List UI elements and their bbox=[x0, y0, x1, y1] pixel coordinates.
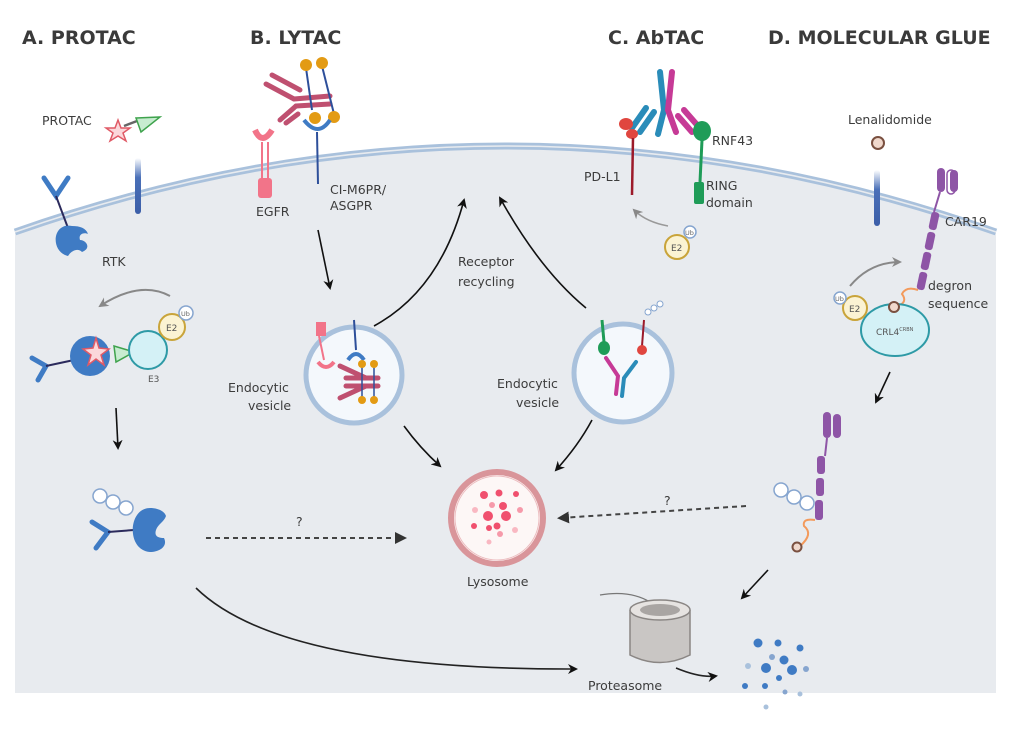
panel-title-protac: A. PROTAC bbox=[22, 27, 136, 49]
degradation-arrow bbox=[675, 667, 718, 682]
endocytic-label-lytac-line1: Endocytic bbox=[228, 380, 289, 395]
crl4-label: CRL4CRBN bbox=[876, 327, 914, 338]
proteasome bbox=[599, 592, 691, 664]
ubiquitin-icon bbox=[683, 225, 697, 239]
e2-label: E2 bbox=[849, 305, 860, 315]
peptide-fragments bbox=[742, 638, 809, 710]
cim6pr-label-line2: ASGPR bbox=[330, 198, 373, 213]
ubiquitin-icon bbox=[178, 305, 194, 321]
unknown-lysosome-path-arrow bbox=[557, 505, 747, 524]
protac-label: PROTAC bbox=[42, 113, 92, 128]
rnf43-receptor bbox=[693, 121, 711, 204]
endocytic-vesicle-lytac bbox=[303, 319, 405, 426]
car19-label: CAR19 bbox=[945, 214, 987, 229]
e2-label: E2 bbox=[166, 324, 177, 334]
warhead-star-icon bbox=[103, 117, 133, 143]
rtk-kinase-icon bbox=[55, 225, 88, 256]
ub-transfer-arrow bbox=[98, 289, 171, 308]
recycling-arrow-left bbox=[373, 198, 467, 327]
protac-molecule bbox=[103, 116, 163, 143]
e3-ligase bbox=[128, 330, 168, 370]
unknown-label-right: ? bbox=[664, 493, 671, 508]
cim6pr-label-line1: CI-M6PR/ bbox=[330, 182, 387, 197]
lenalidomide-label: Lenalidomide bbox=[848, 112, 932, 127]
lenalidomide-molecule bbox=[871, 136, 885, 150]
panel-title-abtac: C. AbTAC bbox=[608, 27, 704, 49]
unknown-label-left: ? bbox=[296, 514, 303, 529]
ub-transfer-arrow bbox=[849, 257, 902, 287]
recycling-arrow-right bbox=[499, 196, 587, 309]
lytac-complex bbox=[263, 57, 340, 126]
egfr-label: EGFR bbox=[256, 204, 290, 219]
e2-enzyme bbox=[664, 234, 690, 260]
rtk-receptor bbox=[41, 175, 88, 256]
rnf43-label: RNF43 bbox=[712, 133, 753, 148]
vesicle-to-lysosome-arrow-left bbox=[403, 425, 442, 468]
endocytic-label-abtac-line2: vesicle bbox=[516, 395, 559, 410]
ub-label: Ub bbox=[685, 229, 694, 237]
pdl1-label: PD-L1 bbox=[584, 169, 621, 184]
lysosome-label: Lysosome bbox=[467, 574, 529, 589]
pdl1-receptor bbox=[619, 118, 638, 196]
e2-label: E2 bbox=[671, 244, 682, 254]
receptor-recycling-label-line2: recycling bbox=[458, 274, 515, 289]
flow-arrow bbox=[874, 371, 891, 404]
lysosome bbox=[448, 469, 546, 567]
ub-transfer-arrow bbox=[632, 208, 669, 227]
e3-ligand-triangle-icon bbox=[134, 116, 163, 134]
e3-ligand-triangle-icon bbox=[113, 344, 136, 364]
receptor-recycling-label-line1: Receptor bbox=[458, 254, 515, 269]
membrane-permeation-bar bbox=[135, 158, 141, 214]
rtk-kinase-icon bbox=[132, 508, 166, 552]
ring-domain-label-line2: domain bbox=[706, 195, 753, 210]
e2-enzyme bbox=[842, 295, 868, 321]
flow-arrow bbox=[740, 569, 769, 600]
flow-arrow bbox=[112, 407, 123, 450]
abtac-antibody bbox=[629, 69, 701, 137]
endocytic-label-lytac-line2: vesicle bbox=[248, 398, 291, 413]
ring-domain-label-line1: RING bbox=[706, 178, 737, 193]
degron-label-line1: degron bbox=[928, 278, 972, 293]
ternary-complex bbox=[29, 305, 194, 383]
membrane-permeation-bar bbox=[874, 170, 880, 226]
ubiquitin-icon bbox=[833, 291, 847, 305]
endocytic-label-abtac-line1: Endocytic bbox=[497, 376, 558, 391]
vesicle-to-lysosome-arrow-right bbox=[554, 419, 593, 472]
cytoplasm bbox=[15, 146, 996, 693]
ubiquitinated-rtk bbox=[89, 488, 166, 552]
proteasome-label: Proteasome bbox=[588, 678, 662, 693]
proteasome-path-arrow bbox=[195, 587, 578, 675]
e3-label: E3 bbox=[148, 375, 159, 385]
egfr-receptor bbox=[252, 128, 275, 198]
endocytosis-arrow bbox=[317, 229, 334, 290]
rtk-label: RTK bbox=[102, 254, 126, 269]
endocytic-vesicle-abtac bbox=[571, 300, 675, 425]
ubiquitinated-car19 bbox=[773, 412, 841, 553]
ub-label: Ub bbox=[835, 295, 844, 303]
lenalidomide-molecule bbox=[888, 301, 900, 313]
panel-title-lytac: B. LYTAC bbox=[250, 27, 341, 49]
degron-label-line2: sequence bbox=[928, 296, 989, 311]
ub-label: Ub bbox=[181, 310, 190, 318]
cim6pr-receptor bbox=[302, 118, 332, 185]
e2-enzyme bbox=[158, 313, 186, 341]
warhead-star-icon bbox=[81, 335, 111, 367]
panel-title-molecular-glue: D. MOLECULAR GLUE bbox=[768, 27, 991, 49]
